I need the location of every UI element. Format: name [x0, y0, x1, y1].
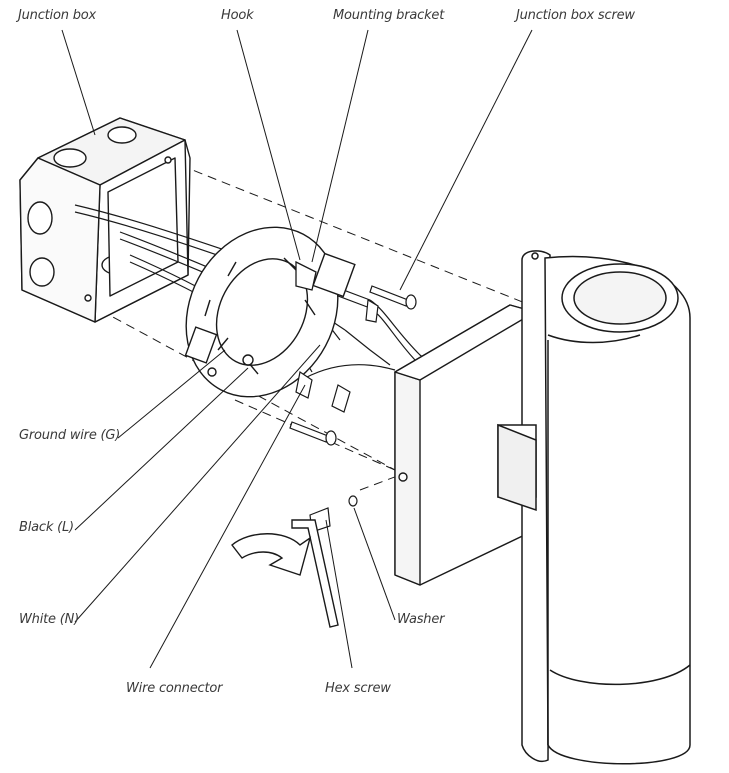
junction-box-screws [289, 285, 417, 446]
label-ground-wire: Ground wire (G) [19, 428, 121, 443]
label-junction-box-screw: Junction box screw [516, 8, 635, 23]
label-hook: Hook [221, 8, 254, 23]
label-junction-box: Junction box [18, 8, 96, 23]
fixture-back-plate [394, 304, 536, 586]
label-mounting-bracket: Mounting bracket [333, 8, 445, 23]
wire-connectors [295, 298, 379, 413]
rotation-arrow-icon [231, 533, 312, 576]
allen-key [291, 519, 339, 628]
label-black-wire: Black (L) [19, 520, 74, 535]
washer [348, 495, 358, 507]
label-hex-screw: Hex screw [325, 681, 391, 696]
cylinder-light-body [497, 250, 691, 765]
label-wire-connector: Wire connector [126, 681, 223, 696]
leader-lines [61, 29, 533, 669]
label-white-wire: White (N) [19, 612, 80, 627]
label-washer: Washer [397, 612, 445, 627]
hook [295, 260, 317, 291]
